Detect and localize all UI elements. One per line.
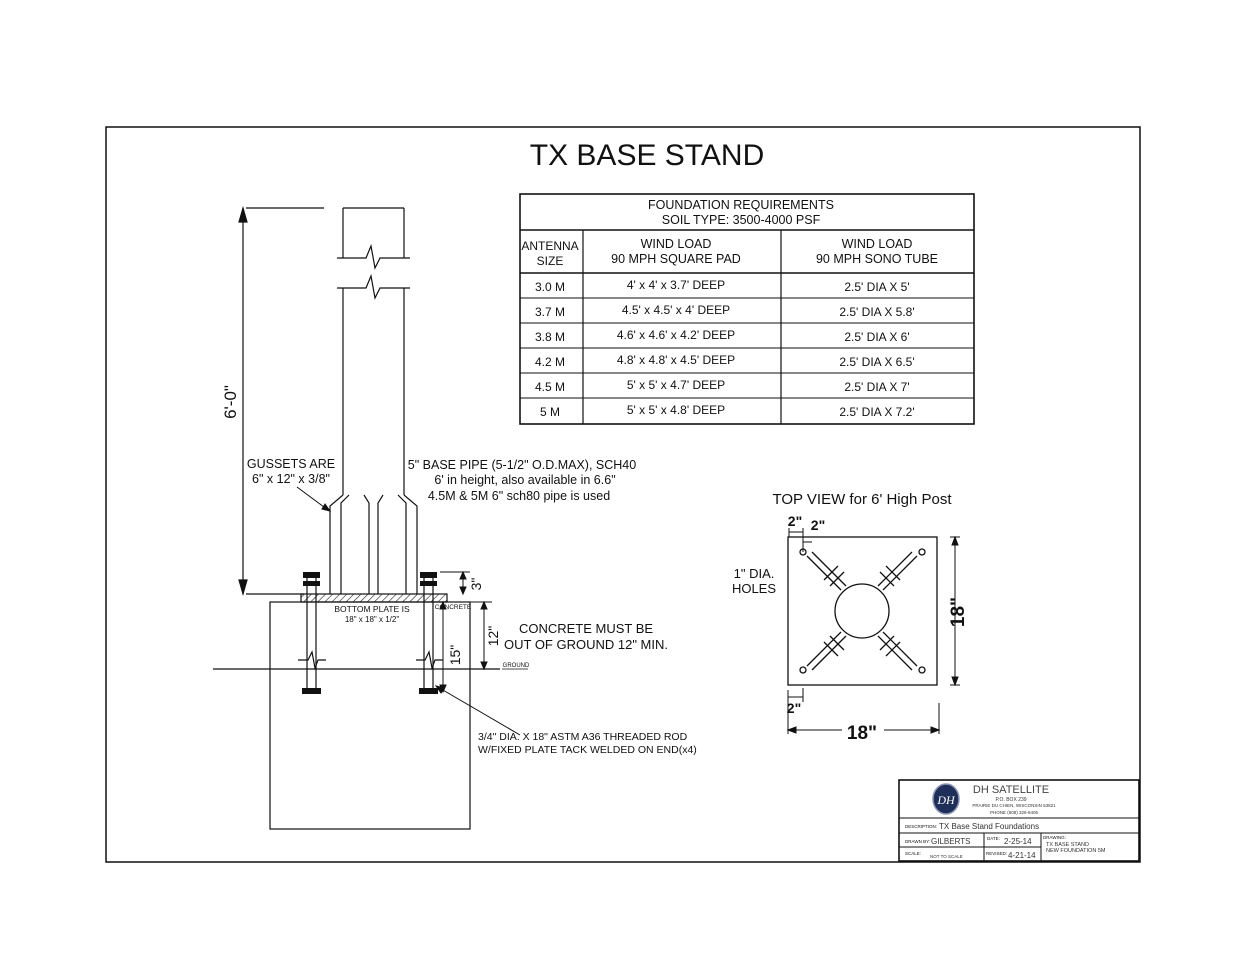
table-cell: 4.2 M [535, 355, 565, 369]
holes-note-1: 1" DIA. [734, 566, 775, 581]
side-view [213, 205, 528, 830]
table-heading-1: FOUNDATION REQUIREMENTS [648, 198, 834, 212]
table-cell: 2.5' DIA X 5.8' [839, 305, 914, 319]
dim-18-vertical: 18" [948, 597, 969, 627]
scale-value: NOT TO SCALE [930, 854, 963, 859]
anchor-nuts [302, 572, 438, 694]
rod-note-2: W/FIXED PLATE TACK WELDED ON END(x4) [478, 744, 697, 756]
dim-3: 3" [468, 578, 484, 591]
drawing-value-1: TX BASE STAND [1046, 842, 1089, 848]
table-cell: 2.5' DIA X 6' [844, 330, 909, 344]
dim-2-a: 2" [788, 513, 802, 529]
concrete-note-2: OUT OF GROUND 12" MIN. [504, 637, 668, 652]
company-address-1: P.O. BOX 239 [995, 797, 1026, 803]
title-block [898, 779, 1140, 862]
plate-note-1: BOTTOM PLATE IS [334, 604, 410, 614]
table-cell: 5' x 5' x 4.7' DEEP [627, 378, 725, 392]
height-dimension: 6'-0" [221, 385, 240, 419]
table-cell: 4.5 M [535, 380, 565, 394]
revised-label: REVISED: [986, 851, 1007, 856]
rod-note-1: 3/4" DIA. X 18" ASTM A36 THREADED ROD [478, 731, 688, 743]
gussets-note-1: GUSSETS ARE [247, 457, 335, 471]
table-cell: 4.5' x 4.5' x 4' DEEP [622, 303, 730, 317]
gussets-note-2: 6" x 12" x 3/8" [252, 472, 330, 486]
top-view-dimensions [786, 528, 960, 734]
table-cell: 3.8 M [535, 330, 565, 344]
plate-note-2: 18" x 18" x 1/2" [345, 615, 399, 624]
company-address-3: PHONE (608) 326-8406 [990, 810, 1039, 815]
table-cell: 4.8' x 4.8' x 4.5' DEEP [617, 353, 735, 367]
table-cell: 2.5' DIA X 6.5' [839, 355, 914, 369]
table-cell: 3.7 M [535, 305, 565, 319]
dim-2-c: 2" [787, 700, 801, 716]
date-value: 2-25-14 [1004, 837, 1032, 846]
date-label: DATE: [987, 836, 1000, 841]
company-name: DH SATELLITE [973, 784, 1049, 796]
table-cell: 5 M [540, 405, 560, 419]
dim-18-horizontal: 18" [847, 723, 877, 744]
table-heading-2: SOIL TYPE: 3500-4000 PSF [662, 213, 821, 227]
table-cell: 4.6' x 4.6' x 4.2' DEEP [617, 328, 735, 342]
revised-value: 4-21-14 [1008, 851, 1036, 860]
dim-12: 12" [485, 626, 501, 647]
col-antenna-2: SIZE [537, 254, 564, 268]
table-cell: 2.5' DIA X 7.2' [839, 405, 914, 419]
holes-note-2: HOLES [732, 581, 776, 596]
col-antenna-1: ANTENNA [521, 239, 578, 253]
col-pad-1: WIND LOAD [641, 237, 712, 251]
scale-label: SCALE: [905, 851, 921, 856]
company-address-2: PRAIRIE DU CHIEN, WISCONSIN 53821 [972, 803, 1056, 808]
dim-15: 15" [447, 645, 463, 666]
table-cell: 2.5' DIA X 7' [844, 380, 909, 394]
side-view-dimensions [296, 486, 521, 736]
col-tube-2: 90 MPH SONO TUBE [816, 252, 938, 266]
logo [932, 783, 960, 815]
drawing-label: DRAWING: [1043, 835, 1066, 840]
dim-2-b: 2" [811, 517, 825, 533]
concrete-note-1: CONCRETE MUST BE [519, 621, 653, 636]
table-cell: 3.0 M [535, 280, 565, 294]
ground-label: GROUND [503, 663, 530, 669]
pipe-note-1: 5" BASE PIPE (5-1/2" O.D.MAX), SCH40 [408, 458, 636, 472]
logo-text: DH [936, 793, 956, 807]
col-tube-1: WIND LOAD [842, 237, 913, 251]
drawn-by-value: GILBERTS [931, 837, 970, 846]
col-pad-2: 90 MPH SQUARE PAD [611, 252, 741, 266]
drawing-value-2: NEW FOUNDATION 5M [1046, 848, 1106, 854]
drawn-by-label: DRAWN BY: [905, 839, 930, 844]
description-value: TX Base Stand Foundations [939, 822, 1039, 831]
description-label: DESCRIPTION: [905, 824, 937, 829]
table-cell: 2.5' DIA X 5' [844, 280, 909, 294]
pipe-note-3: 4.5M & 5M 6" sch80 pipe is used [428, 489, 610, 503]
top-view [787, 536, 938, 686]
pipe-note-2: 6' in height, also available in 6.6" [434, 473, 615, 487]
concrete-label: CONCRETE [435, 604, 472, 611]
table-cell: 5' x 5' x 4.8' DEEP [627, 403, 725, 417]
foundation-table [519, 193, 975, 425]
table-cell: 4' x 4' x 3.7' DEEP [627, 278, 725, 292]
drawing-title: TX BASE STAND [530, 139, 765, 172]
top-view-title: TOP VIEW for 6' High Post [772, 491, 952, 508]
sheet-border [105, 126, 1141, 863]
